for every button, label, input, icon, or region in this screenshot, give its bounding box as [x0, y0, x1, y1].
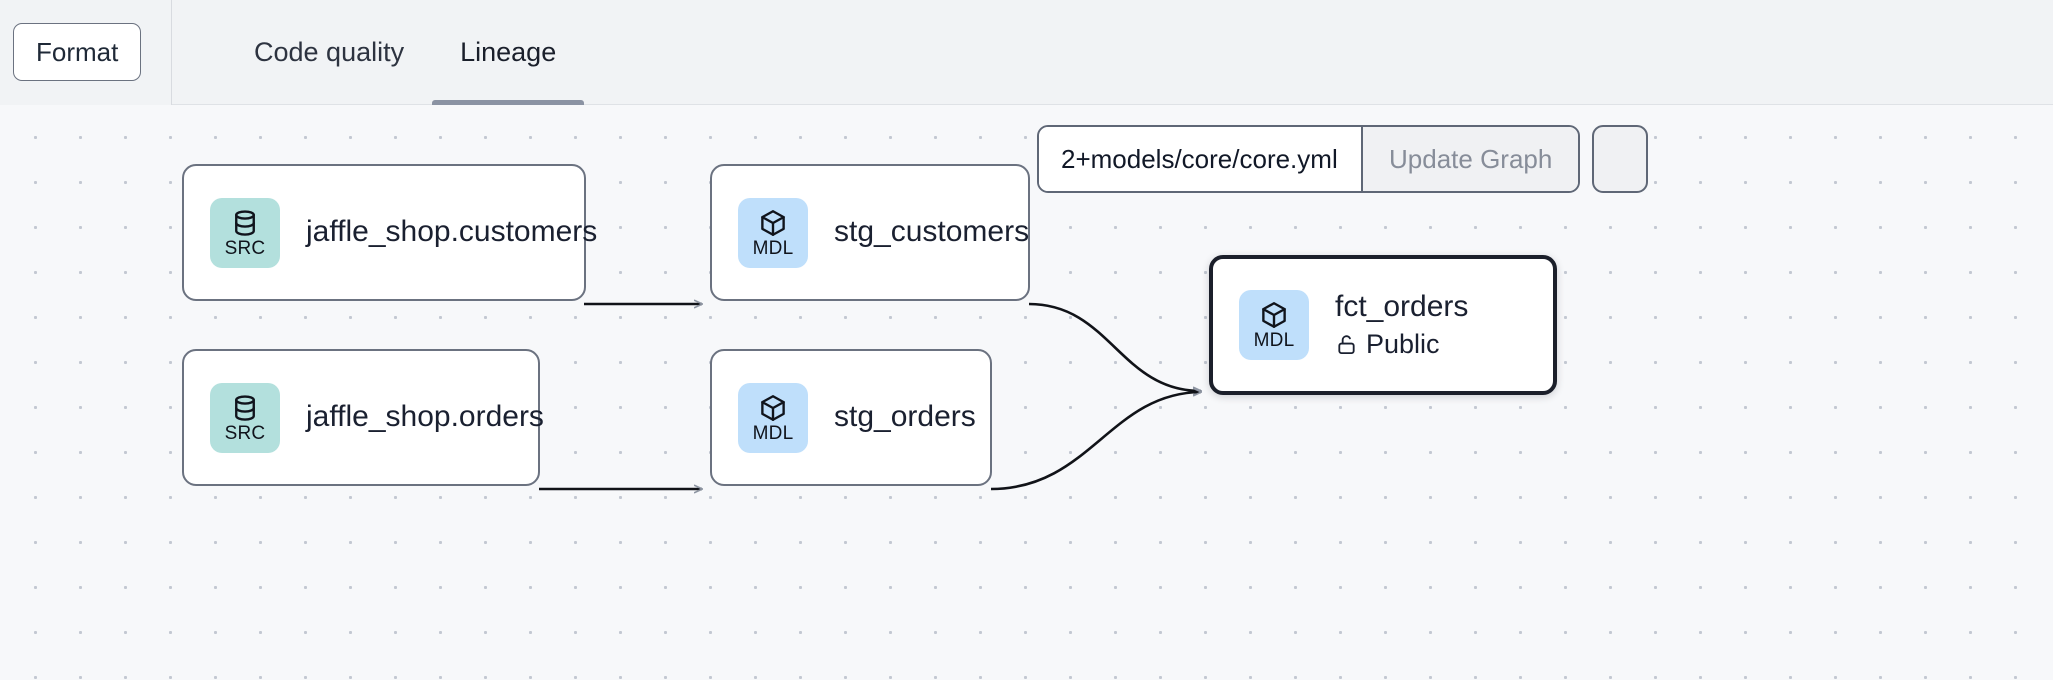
- tab-code-quality[interactable]: Code quality: [254, 36, 405, 67]
- graph-controls: Update Graph: [1037, 125, 1649, 193]
- lineage-canvas[interactable]: SRC jaffle_shop.customers MDL stg_custom…: [0, 105, 2053, 680]
- mdl-badge-label: MDL: [752, 422, 794, 444]
- node-text: fct_orders Public: [1335, 290, 1468, 360]
- edge-stg-customers-to-fct-orders: [1028, 302, 1201, 391]
- unlock-icon: [1338, 335, 1355, 354]
- mdl-badge-label: MDL: [1253, 330, 1295, 351]
- src-badge: SRC: [210, 382, 280, 453]
- update-graph-button[interactable]: Update Graph: [1361, 127, 1579, 191]
- node-title: stg_orders: [834, 400, 976, 434]
- node-title: fct_orders: [1335, 290, 1469, 324]
- mdl-badge: MDL: [738, 197, 808, 268]
- node-selector-input[interactable]: [1039, 127, 1361, 191]
- src-badge: SRC: [210, 197, 280, 268]
- lineage-node-stg-orders[interactable]: MDL stg_orders: [710, 349, 992, 486]
- edge-stg-orders-to-fct-orders: [990, 392, 1201, 491]
- node-title: jaffle_shop.customers: [306, 215, 598, 249]
- toolbar: Format Code quality Lineage: [0, 0, 2053, 105]
- node-title: jaffle_shop.orders: [306, 400, 544, 434]
- tab-lineage[interactable]: Lineage: [432, 0, 585, 105]
- lineage-node-fct-orders[interactable]: MDL fct_orders Public: [1209, 255, 1557, 395]
- graph-options-button[interactable]: [1592, 125, 1649, 193]
- database-icon: [235, 209, 255, 236]
- database-icon: [235, 394, 255, 421]
- cube-icon: [1262, 302, 1286, 328]
- tab-bar: Code quality Lineage: [172, 0, 585, 105]
- node-access-label: Public: [1366, 328, 1440, 359]
- mdl-badge: MDL: [1239, 290, 1309, 360]
- node-title: stg_customers: [834, 215, 1030, 249]
- node-text: stg_customers: [834, 215, 1029, 250]
- node-selector-group: Update Graph: [1037, 125, 1581, 193]
- node-text: jaffle_shop.customers: [306, 215, 597, 250]
- node-text: stg_orders: [834, 400, 976, 435]
- src-badge-label: SRC: [224, 422, 266, 444]
- format-button[interactable]: Format: [13, 23, 142, 81]
- format-zone: Format: [0, 0, 172, 105]
- cube-icon: [761, 394, 785, 421]
- mdl-badge: MDL: [738, 382, 808, 453]
- node-text: jaffle_shop.orders: [306, 400, 544, 435]
- lineage-node-jaffle-shop-customers[interactable]: SRC jaffle_shop.customers: [182, 164, 597, 301]
- cube-icon: [761, 209, 785, 236]
- lineage-node-stg-customers[interactable]: MDL stg_customers: [710, 164, 1030, 301]
- mdl-badge-label: MDL: [752, 237, 794, 259]
- node-access-row: Public: [1335, 329, 1468, 360]
- lineage-node-jaffle-shop-orders[interactable]: SRC jaffle_shop.orders: [182, 349, 544, 486]
- src-badge-label: SRC: [224, 237, 266, 259]
